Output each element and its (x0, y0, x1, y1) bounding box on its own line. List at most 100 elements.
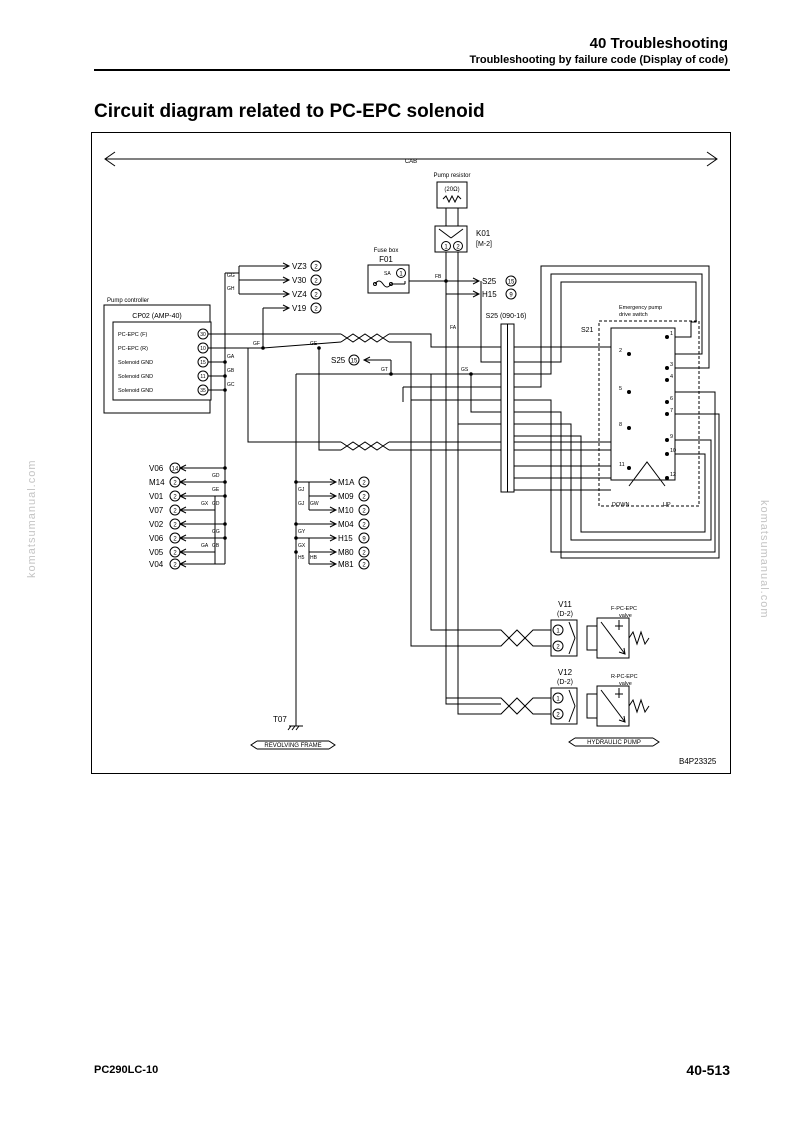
svg-text:14: 14 (172, 467, 179, 473)
left-output-v01: V01 2 (149, 490, 225, 502)
svg-text:2: 2 (173, 495, 177, 501)
emergency-pump-drive-switch-s21: S21 Emergency pump drive switch DOWN UP (581, 305, 700, 508)
s25-connector-name: S25 (090-16) (486, 313, 527, 320)
mid-output-m81: M81 2 (309, 558, 370, 570)
svg-text:PC-EPC (R): PC-EPC (R) (118, 346, 148, 352)
s21-contact-9: 9 (665, 434, 673, 442)
top-output-label-vz3: VZ3 (292, 262, 307, 271)
footer-model: PC290LC-10 (94, 1064, 159, 1076)
twisted-pair-bottom (340, 441, 390, 451)
pump-resistor-title: Pump resistor (433, 173, 470, 179)
svg-text:M04: M04 (338, 520, 354, 529)
pump-resistor: Pump resistor (20Ω) (433, 173, 471, 226)
s25-mid-output: S25 15 (331, 354, 392, 374)
svg-text:6: 6 (670, 396, 673, 402)
fb-output-s25: S25 15 (472, 275, 517, 287)
svg-text:3: 3 (670, 362, 673, 368)
mid-wire-5: GX (298, 543, 306, 549)
wire-ge: GE (310, 341, 318, 347)
left-wire-7: GB (212, 543, 220, 549)
watermark-right: komatsumanual.com (758, 500, 770, 619)
ground-t07: T07 (273, 704, 303, 731)
wire-gc: GC (227, 382, 235, 388)
svg-text:2: 2 (362, 509, 366, 515)
mid-wire-3: GW (310, 501, 319, 507)
fuse-box-f01: Fuse box F01 SA 1 (367, 248, 410, 294)
wire-gb: GB (227, 368, 235, 374)
svg-text:valve: valve (619, 681, 632, 687)
svg-text:2: 2 (362, 563, 366, 569)
wire-gh: GH (227, 286, 235, 292)
svg-text:8: 8 (619, 422, 622, 428)
mid-wire-7: HB (310, 555, 318, 561)
top-output-pin-v19: 2 (314, 307, 318, 313)
svg-text:4: 4 (670, 374, 673, 380)
fb-output-h15: H15 9 (472, 288, 517, 300)
top-output-vz3: VZ3 2 (239, 260, 322, 272)
pump-resistor-value: (20Ω) (444, 187, 459, 193)
top-output-label-v30: V30 (292, 276, 307, 285)
svg-text:2: 2 (556, 645, 560, 651)
svg-text:2: 2 (173, 551, 177, 557)
top-output-pin-vz4: 2 (314, 293, 318, 299)
s21-contact-6: 6 (665, 396, 673, 404)
fuse-box-name: F01 (379, 255, 393, 264)
s21-title-2: drive switch (619, 312, 648, 318)
svg-text:7: 7 (670, 408, 673, 414)
svg-text:12: 12 (670, 472, 676, 478)
revolving-frame-arrow: REVOLVING FRAME (250, 740, 336, 750)
mid-outputs: M1A 2 M09 2 M10 2 M04 2 H15 (296, 476, 370, 570)
svg-text:H15: H15 (338, 534, 353, 543)
top-output-v19: V19 2 (263, 302, 322, 314)
left-output-v06-b: V06 2 (149, 532, 225, 544)
svg-text:9: 9 (670, 434, 673, 440)
top-output-pin-v30: 2 (314, 279, 318, 285)
s21-contact-2: 2 (619, 348, 631, 356)
top-output-pin-vz3: 2 (314, 265, 318, 271)
header-rule (94, 69, 730, 71)
k01-pin-2: 2 (456, 245, 460, 251)
left-output-v07: V07 2 (149, 504, 215, 516)
left-output-v06-a: V06 14 (149, 462, 225, 474)
svg-text:V07: V07 (149, 506, 164, 515)
svg-text:2: 2 (619, 348, 622, 354)
svg-text:1: 1 (556, 697, 560, 703)
svg-text:2: 2 (362, 523, 366, 529)
svg-text:2: 2 (173, 481, 177, 487)
svg-text:M10: M10 (338, 506, 354, 515)
svg-text:V11: V11 (558, 600, 572, 609)
svg-text:2: 2 (362, 551, 366, 557)
s21-contact-7: 7 (665, 408, 673, 416)
diagram-code: B4P23325 (679, 757, 717, 766)
connector-k01: 1 2 K01 [M-2] (434, 225, 492, 253)
top-output-label-v19: V19 (292, 304, 307, 313)
s21-down-label: DOWN (612, 502, 629, 508)
svg-text:PC-EPC (F): PC-EPC (F) (118, 332, 148, 338)
svg-text:valve: valve (619, 613, 632, 619)
svg-text:Solenoid GND: Solenoid GND (118, 360, 153, 366)
valve-spring-icon (628, 630, 650, 646)
fuse-icon (374, 280, 392, 288)
mid-output-m80: M80 2 (309, 546, 370, 558)
valve-spring-icon-2 (628, 698, 650, 714)
wire-gf: GF (253, 341, 260, 347)
top-output-vz4: VZ4 2 (239, 288, 322, 300)
svg-text:V02: V02 (149, 520, 164, 529)
connector-s25: S25 (090-16) (486, 313, 527, 493)
circuit-diagram: CAB Pump resistor (20Ω) 1 2 K01 [M-2] Fu… (91, 132, 731, 774)
mid-output-m04: M04 2 (296, 518, 370, 530)
left-wire-2: GE (212, 487, 220, 493)
s21-name: S21 (581, 327, 594, 334)
svg-text:M09: M09 (338, 492, 354, 501)
fb-output-label-h15: H15 (482, 290, 497, 299)
svg-text:M14: M14 (149, 478, 165, 487)
left-output-v04: V04 2 (149, 558, 225, 570)
svg-text:V04: V04 (149, 560, 164, 569)
pump-controller-title: Pump controller (107, 298, 149, 304)
svg-text:(D-2): (D-2) (557, 611, 573, 618)
ground-label: T07 (273, 715, 287, 724)
s21-contact-11: 11 (619, 462, 631, 470)
s21-contact-5: 5 (619, 386, 631, 394)
footer-page-number: 40-513 (686, 1062, 730, 1078)
fb-output-pin-s25: 15 (508, 280, 515, 286)
